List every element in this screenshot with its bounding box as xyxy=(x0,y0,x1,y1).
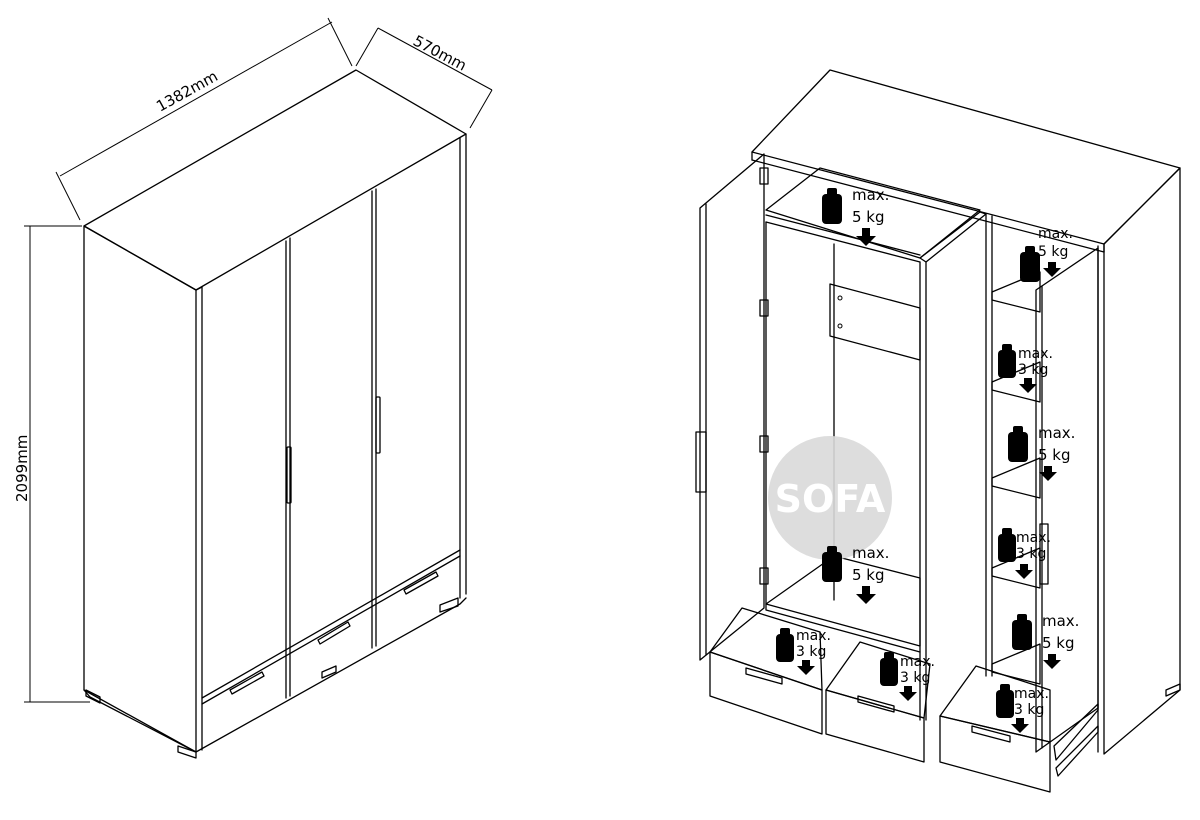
svg-text:max.: max. xyxy=(1042,612,1079,630)
svg-text:max.: max. xyxy=(1014,686,1049,702)
watermark-text: SOFA xyxy=(775,477,886,521)
svg-text:3 kg: 3 kg xyxy=(796,644,826,660)
load-marker: max. 3 kg xyxy=(998,528,1051,579)
arrow-down-icon xyxy=(1011,718,1029,733)
load-marker: max. 5 kg xyxy=(1008,424,1075,481)
svg-text:3 kg: 3 kg xyxy=(1016,546,1046,562)
arrow-down-icon xyxy=(797,660,815,675)
svg-text:max.: max. xyxy=(900,654,935,670)
arrow-down-icon xyxy=(1043,654,1061,669)
closed-wardrobe: 1382mm 570mm 2099mm xyxy=(13,17,493,759)
sofa-watermark: SOFA xyxy=(768,436,892,560)
weight-icon xyxy=(998,534,1016,562)
load-marker: max. 5 kg xyxy=(1012,612,1079,669)
load-marker: max. 5 kg xyxy=(1020,226,1073,282)
depth-label: 570mm xyxy=(410,32,470,75)
weight-icon xyxy=(776,634,794,662)
svg-text:max.: max. xyxy=(852,544,889,562)
load-marker: max. 5 kg xyxy=(822,544,889,604)
svg-text:5 kg: 5 kg xyxy=(852,208,885,226)
width-label: 1382mm xyxy=(153,67,221,115)
height-label: 2099mm xyxy=(13,435,31,502)
svg-text:5 kg: 5 kg xyxy=(1038,244,1068,260)
weight-icon xyxy=(822,552,842,582)
svg-text:5 kg: 5 kg xyxy=(1038,446,1071,464)
weight-icon xyxy=(1020,252,1040,282)
weight-icon xyxy=(996,690,1014,718)
svg-text:max.: max. xyxy=(1038,226,1073,242)
svg-text:5 kg: 5 kg xyxy=(852,566,885,584)
svg-text:max.: max. xyxy=(1018,346,1053,362)
load-marker: max. 3 kg xyxy=(998,344,1053,393)
weight-icon xyxy=(998,350,1016,378)
weight-icon xyxy=(822,194,842,224)
load-marker: max. 3 kg xyxy=(996,684,1049,733)
svg-text:5 kg: 5 kg xyxy=(1042,634,1075,652)
width-dimension: 1382mm xyxy=(55,17,353,221)
weight-icon xyxy=(1008,432,1028,462)
arrow-down-icon xyxy=(899,686,917,701)
svg-text:max.: max. xyxy=(796,628,831,644)
load-marker: max. 5 kg xyxy=(822,186,889,246)
weight-icon xyxy=(1012,620,1032,650)
svg-text:max.: max. xyxy=(1016,530,1051,546)
load-marker: max. 3 kg xyxy=(776,628,831,675)
open-wardrobe xyxy=(695,69,1181,793)
arrow-down-icon xyxy=(1043,262,1061,277)
arrow-down-icon xyxy=(1039,466,1057,481)
svg-text:max.: max. xyxy=(1038,424,1075,442)
weight-icon xyxy=(880,658,898,686)
arrow-down-icon xyxy=(1019,378,1037,393)
arrow-down-icon xyxy=(856,586,876,604)
svg-text:3 kg: 3 kg xyxy=(900,670,930,686)
arrow-down-icon xyxy=(856,228,876,246)
depth-dimension: 570mm xyxy=(355,27,493,129)
load-marker: max. 3 kg xyxy=(880,652,935,701)
height-dimension: 2099mm xyxy=(13,225,90,703)
svg-text:3 kg: 3 kg xyxy=(1018,362,1048,378)
svg-text:3 kg: 3 kg xyxy=(1014,702,1044,718)
svg-text:max.: max. xyxy=(852,186,889,204)
arrow-down-icon xyxy=(1015,564,1033,579)
watermark-circle xyxy=(768,436,892,560)
